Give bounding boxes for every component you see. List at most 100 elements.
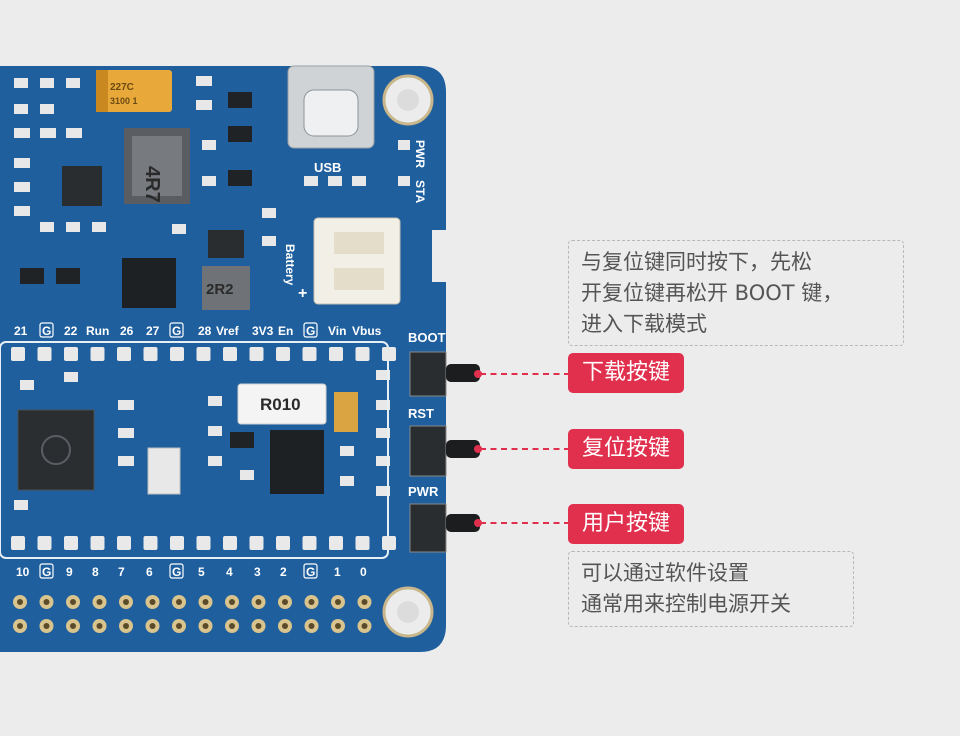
header-pin (382, 536, 396, 550)
bottom-pin-label: 7 (118, 565, 125, 579)
leader-line-user (480, 522, 570, 524)
rst-label: RST (408, 406, 434, 421)
header-pin (90, 347, 105, 361)
user-key-note-line-2: 通常用来控制电源开关 (581, 592, 791, 616)
ic-chip-sop8 (122, 258, 176, 308)
inductor-large-marking: 4R7 (141, 166, 163, 203)
download-mode-note: 与复位键同时按下，先松 开复位键再松开 BOOT 键， 进入下载模式 (568, 240, 904, 346)
top-pin-label: 22 (64, 324, 78, 338)
header-pin (143, 536, 158, 550)
header-pin (276, 536, 290, 550)
cap-marking-2: 3100 1 (110, 96, 138, 106)
header-pin (276, 347, 290, 361)
shunt-marking: R010 (260, 395, 301, 414)
bottom-pin-label: 4 (226, 565, 233, 579)
leader-dot-reset (474, 445, 482, 453)
bottom-pin-label: 9 (66, 565, 73, 579)
battery-connector (313, 217, 401, 305)
leader-line-reset (480, 448, 570, 450)
bottom-pin-label: 3 (254, 565, 261, 579)
sta-led-label: STA (413, 180, 427, 203)
header-pin (64, 536, 78, 550)
ic-chip-power (270, 430, 324, 494)
header-pin (302, 347, 317, 361)
battery-plus-label: + (298, 285, 307, 302)
tantalum-capacitor (96, 70, 172, 112)
inductor-small-marking: 2R2 (206, 281, 234, 298)
header-pin (117, 536, 131, 550)
inductor-small (202, 266, 250, 310)
top-pin-label: G (172, 324, 181, 338)
transistors (20, 92, 254, 448)
bottom-pin-label: 2 (280, 565, 287, 579)
bottom-pin-label: 5 (198, 565, 205, 579)
leader-dot-user (474, 519, 482, 527)
user-key-tag: 用户按键 (568, 504, 685, 544)
pwr-button-label: PWR (408, 484, 439, 499)
download-mode-note-line-2: 开复位键再松开 BOOT 键， (581, 281, 844, 305)
usb-label: USB (314, 160, 341, 175)
bottom-pin-label: 8 (92, 565, 99, 579)
user-button[interactable] (409, 503, 480, 553)
header-pin (249, 536, 264, 550)
top-pin-label: En (278, 324, 293, 338)
header-pin (329, 536, 343, 550)
download-mode-note-line-3: 进入下载模式 (581, 312, 707, 336)
reset-button[interactable] (409, 425, 480, 477)
header-pin (37, 347, 52, 361)
battery-label: Battery (283, 244, 297, 286)
top-pin-label: 21 (14, 324, 28, 338)
header-pin (249, 347, 264, 361)
bottom-pin-label: 1 (334, 565, 341, 579)
shunt-resistor (237, 383, 327, 425)
header-pin (37, 536, 52, 550)
header-pin (302, 536, 317, 550)
header-pin (223, 347, 237, 361)
bottom-pin-label: 0 (360, 565, 367, 579)
reset-key-tag: 复位按键 (568, 429, 685, 469)
smd-passives (14, 76, 410, 510)
header-pin (117, 347, 131, 361)
header-pin (64, 347, 78, 361)
top-pin-label: G (306, 324, 315, 338)
top-pin-label: Vref (216, 324, 240, 338)
header-pin (196, 347, 211, 361)
top-pin-label: 28 (198, 324, 212, 338)
bottom-pin-label: 6 (146, 565, 153, 579)
download-key-tag: 下载按键 (568, 353, 685, 393)
top-pin-label: 3V3 (252, 324, 274, 338)
leader-line-boot (480, 373, 570, 375)
bottom-pin-label: 10 (16, 565, 30, 579)
header-pin (382, 347, 396, 361)
header-pin (11, 536, 25, 550)
bottom-pin-label: G (172, 565, 181, 579)
pin-row-bottom (11, 536, 396, 550)
pin-header-outline (0, 341, 389, 559)
pin-header-field (13, 595, 372, 633)
top-pin-label: 26 (120, 324, 134, 338)
header-pin (355, 347, 370, 361)
header-pin (143, 347, 158, 361)
top-pin-label: Vbus (352, 324, 382, 338)
cap-marking-1: 227C (110, 82, 134, 93)
header-pin (170, 347, 184, 361)
ic-chip-small (62, 166, 102, 206)
header-pin (170, 536, 184, 550)
top-pin-label: Vin (328, 324, 346, 338)
top-pin-label: Run (86, 324, 109, 338)
bottom-pin-label: G (42, 565, 51, 579)
user-key-note-line-1: 可以通过软件设置 (581, 561, 749, 585)
pin-row-top (11, 347, 396, 361)
boot-button[interactable] (409, 351, 480, 397)
header-pin (11, 347, 25, 361)
header-pin (196, 536, 211, 550)
top-pin-label: 27 (146, 324, 160, 338)
boot-label: BOOT (408, 330, 446, 345)
download-mode-note-line-1: 与复位键同时按下，先松 (581, 250, 812, 274)
user-key-note: 可以通过软件设置 通常用来控制电源开关 (568, 551, 854, 627)
header-pin (355, 536, 370, 550)
header-pin (223, 536, 237, 550)
